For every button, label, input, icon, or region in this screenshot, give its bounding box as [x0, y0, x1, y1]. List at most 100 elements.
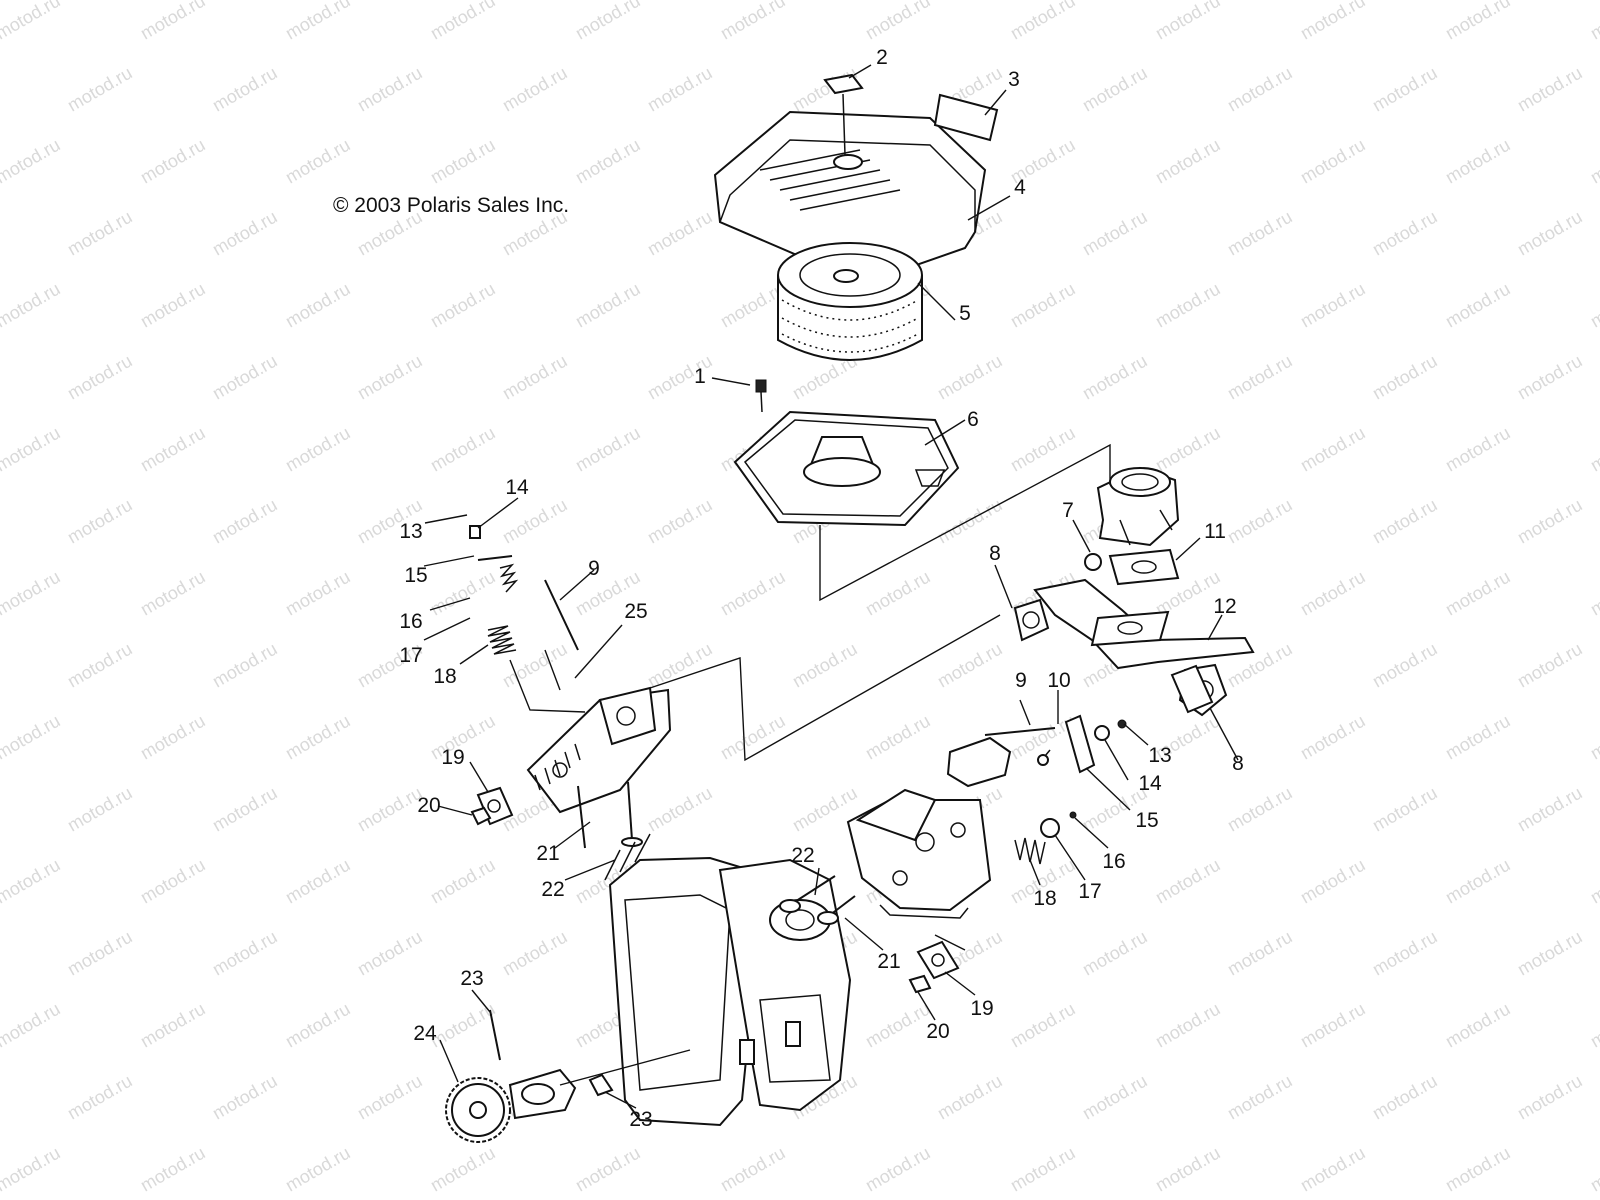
- watermark-text: motod.ru: [1297, 279, 1369, 332]
- watermark-text: motod.ru: [137, 711, 209, 764]
- watermark-text: motod.ru: [862, 1143, 934, 1196]
- watermark-text: motod.ru: [282, 1143, 354, 1196]
- callout-25: 25: [624, 600, 647, 623]
- callout-14-left: 14: [505, 476, 529, 499]
- watermark-text: motod.ru: [1514, 495, 1586, 548]
- watermark-text: motod.ru: [137, 567, 209, 620]
- watermark-text: motod.ru: [1514, 207, 1586, 260]
- exhaust-nut-left: [470, 806, 492, 826]
- watermark-text: motod.ru: [1587, 135, 1600, 188]
- watermark-text: motod.ru: [1514, 1071, 1586, 1124]
- watermark-text: motod.ru: [0, 423, 64, 476]
- watermark-text: motod.ru: [1152, 423, 1224, 476]
- watermark-text: motod.ru: [1442, 999, 1514, 1052]
- watermark-text: motod.ru: [1297, 0, 1369, 43]
- watermark-text: motod.ru: [644, 639, 716, 692]
- callout-5: 5: [959, 302, 971, 325]
- watermark-text: motod.ru: [1442, 1143, 1514, 1196]
- wing-nut: [823, 73, 864, 156]
- valve-spring-right: [1014, 837, 1046, 865]
- watermark-text: motod.ru: [354, 1071, 426, 1124]
- callout-1: 1: [694, 365, 706, 388]
- watermark-text: motod.ru: [934, 351, 1006, 404]
- watermark-text: motod.ru: [1224, 783, 1296, 836]
- watermark-text: motod.ru: [137, 0, 209, 43]
- callout-14-right: 14: [1138, 772, 1162, 795]
- watermark-text: motod.ru: [209, 927, 281, 980]
- watermark-text: motod.ru: [644, 63, 716, 116]
- watermark-text: motod.ru: [64, 1071, 136, 1124]
- watermark-text: motod.ru: [427, 1143, 499, 1196]
- watermark-text: motod.ru: [1007, 279, 1079, 332]
- callout-2: 2: [876, 46, 888, 69]
- watermark-text: motod.ru: [1224, 63, 1296, 116]
- callout-15-left: 15: [404, 564, 427, 587]
- watermark-text: motod.ru: [137, 279, 209, 332]
- watermark-text: motod.ru: [1224, 927, 1296, 980]
- watermark-text: motod.ru: [1224, 1071, 1296, 1124]
- watermark-text: motod.ru: [137, 999, 209, 1052]
- screw: [755, 379, 767, 393]
- watermark-text: motod.ru: [862, 999, 934, 1052]
- watermark-text: motod.ru: [572, 0, 644, 43]
- manifold-gasket-lower: [1170, 664, 1214, 714]
- callout-24: 24: [413, 1022, 437, 1045]
- watermark-text: motod.ru: [1369, 927, 1441, 980]
- watermark-text: motod.ru: [1079, 63, 1151, 116]
- watermark-text: motod.ru: [1152, 279, 1224, 332]
- watermark-text: motod.ru: [1514, 63, 1586, 116]
- rocker-arm-left: [477, 555, 513, 561]
- watermark-text: motod.ru: [1442, 567, 1514, 620]
- callout-16-right: 16: [1102, 850, 1125, 873]
- watermark-text: motod.ru: [1224, 495, 1296, 548]
- callout-21-right: 21: [877, 950, 900, 973]
- watermark-text: motod.ru: [1297, 855, 1369, 908]
- watermark-text: motod.ru: [0, 567, 64, 620]
- watermark-text: motod.ru: [862, 0, 934, 43]
- callout-3: 3: [1008, 68, 1020, 91]
- watermark-text: motod.ru: [282, 0, 354, 43]
- watermark-text: motod.ru: [64, 207, 136, 260]
- callout-23-lower: 23: [629, 1108, 652, 1131]
- watermark-text: motod.ru: [1442, 279, 1514, 332]
- watermark-text: motod.ru: [427, 999, 499, 1052]
- watermark-text: motod.ru: [1587, 711, 1600, 764]
- watermark-text: motod.ru: [1587, 567, 1600, 620]
- callout-21-left: 21: [536, 842, 559, 865]
- watermark-text: motod.ru: [427, 855, 499, 908]
- cam-pin-lower: [588, 1073, 614, 1097]
- callout-labels: 1 2 3 4 5 6 7 8 8 9 9 10 11 12 13 13 14 …: [399, 46, 1244, 1131]
- watermark-text: motod.ru: [209, 207, 281, 260]
- assembly-line-head-manifold: [649, 614, 1001, 762]
- camshaft-gear: [445, 1068, 577, 1143]
- watermark-text: motod.ru: [717, 567, 789, 620]
- callout-15-right: 15: [1135, 809, 1158, 832]
- watermark-text: motod.ru: [572, 279, 644, 332]
- watermark-text: motod.ru: [64, 783, 136, 836]
- watermark-text: motod.ru: [1369, 351, 1441, 404]
- watermark-text: motod.ru: [1442, 423, 1514, 476]
- watermark-text: motod.ru: [1007, 1143, 1079, 1196]
- watermark-text: motod.ru: [644, 207, 716, 260]
- callout-8-upper: 8: [989, 542, 1001, 565]
- watermark-text: motod.ru: [209, 783, 281, 836]
- watermark-text: motod.ru: [1079, 351, 1151, 404]
- callout-6: 6: [967, 408, 979, 431]
- callout-13-right: 13: [1148, 744, 1171, 767]
- nut-7: [1084, 553, 1102, 571]
- watermark-text: motod.ru: [282, 135, 354, 188]
- watermark-text: motod.ru: [282, 279, 354, 332]
- callout-4: 4: [1014, 176, 1026, 199]
- watermark-text: motod.ru: [934, 1071, 1006, 1124]
- watermark-text: motod.ru: [1442, 855, 1514, 908]
- watermark-text: motod.ru: [1152, 999, 1224, 1052]
- watermark-text: motod.ru: [1152, 135, 1224, 188]
- callout-12: 12: [1213, 595, 1236, 618]
- watermark-text: motod.ru: [282, 567, 354, 620]
- intake-valve-left: [577, 785, 586, 849]
- watermark-text: motod.ru: [354, 63, 426, 116]
- watermark-text: motod.ru: [572, 423, 644, 476]
- watermark-text: motod.ru: [427, 423, 499, 476]
- watermark-text: motod.ru: [717, 1143, 789, 1196]
- carburetor-gasket: [1108, 548, 1180, 586]
